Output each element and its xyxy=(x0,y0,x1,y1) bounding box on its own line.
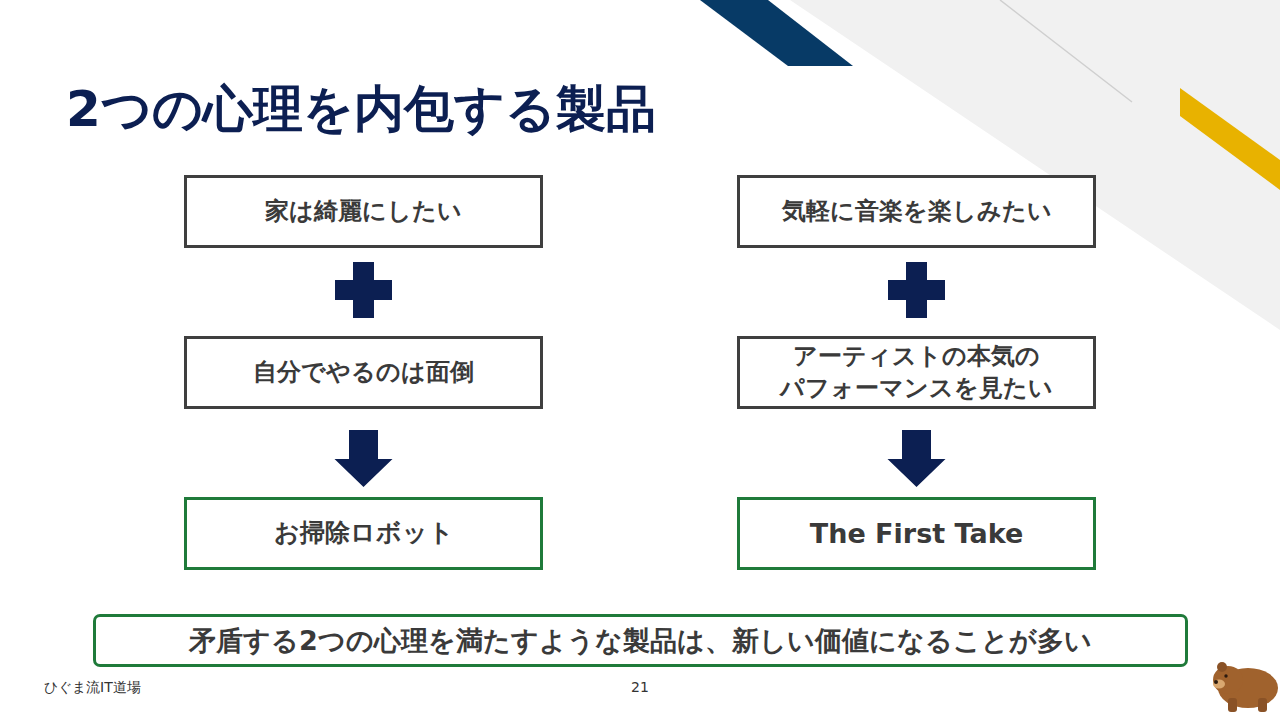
box-text: 家は綺麗にしたい xyxy=(265,196,462,227)
box-text: お掃除ロボット xyxy=(274,517,454,550)
bear-illustration xyxy=(1213,662,1278,712)
slide-title: 2つの心理を内包する製品 xyxy=(66,76,656,143)
plus-symbol xyxy=(888,262,945,318)
yellow-band xyxy=(1180,88,1280,190)
premise-box: 自分でやるのは面倒 xyxy=(184,336,543,409)
footer-label: ひぐま流IT道場 xyxy=(44,679,141,697)
product-box: The First Take xyxy=(737,497,1096,570)
conclusion-box: 矛盾する2つの心理を満たすような製品は、新しい価値になることが多い xyxy=(93,614,1188,667)
block-arrow xyxy=(335,430,393,487)
navy-band xyxy=(700,0,853,66)
box-text: アーティストの本気の パフォーマンスを見たい xyxy=(745,341,1088,403)
box-text: 矛盾する2つの心理を満たすような製品は、新しい価値になることが多い xyxy=(189,623,1092,658)
premise-box: アーティストの本気の パフォーマンスを見たい xyxy=(737,336,1096,409)
thin-line xyxy=(1000,0,1132,102)
box-text: 気軽に音楽を楽しみたい xyxy=(782,196,1052,227)
premise-box: 家は綺麗にしたい xyxy=(184,175,543,248)
box-text: 自分でやるのは面倒 xyxy=(253,357,474,388)
block-arrow xyxy=(888,430,946,487)
gray-band xyxy=(790,0,1280,330)
product-box: お掃除ロボット xyxy=(184,497,543,570)
premise-box: 気軽に音楽を楽しみたい xyxy=(737,175,1096,248)
page-number: 21 xyxy=(600,679,680,695)
plus-symbol xyxy=(335,262,392,318)
box-text: The First Take xyxy=(810,516,1023,551)
